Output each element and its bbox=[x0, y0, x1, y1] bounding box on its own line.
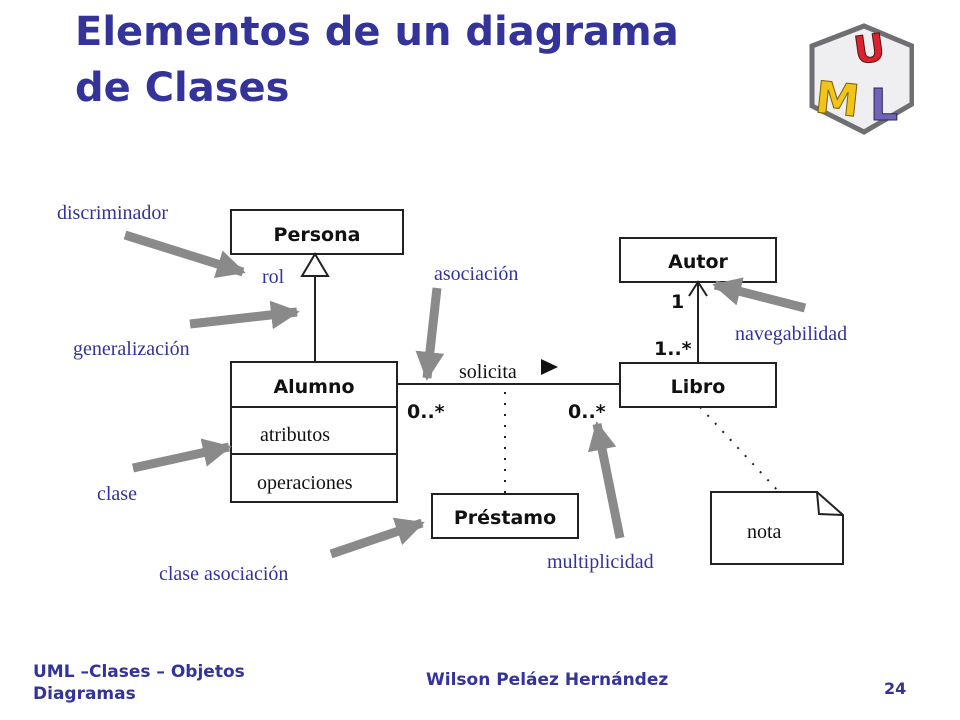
pointer-arrow-asociacion bbox=[415, 287, 445, 381]
pointer-arrow-discriminador bbox=[123, 230, 246, 278]
class-alumno-name: Alumno bbox=[273, 376, 354, 398]
generalization-relation bbox=[300, 252, 330, 362]
label-multiplicidad: multiplicidad bbox=[547, 551, 654, 573]
slide-title: Elementos de un diagrama de Clases bbox=[75, 4, 775, 116]
association-direction-icon bbox=[541, 359, 558, 375]
title-line-2: de Clases bbox=[75, 65, 290, 111]
title-line-1: Elementos de un diagrama bbox=[75, 9, 679, 55]
class-diagram: Persona Autor Alumno atributos operacion… bbox=[57, 202, 847, 585]
pointer-arrow-navegabilidad bbox=[712, 277, 807, 313]
label-clase-asociacion: clase asociación bbox=[159, 563, 288, 585]
pointer-arrow-generalizacion bbox=[189, 300, 300, 330]
class-persona-name: Persona bbox=[274, 224, 361, 246]
logo-letter-l: L bbox=[870, 80, 898, 131]
navigability-arrow-icon bbox=[688, 280, 708, 297]
multiplicity-autor: 1 bbox=[671, 291, 684, 313]
logo-letter-m: M bbox=[813, 72, 862, 127]
class-prestamo: Préstamo bbox=[431, 493, 579, 539]
multiplicity-alumno: 0..* bbox=[407, 401, 445, 423]
note: nota bbox=[710, 491, 844, 565]
multiplicity-libro: 0..* bbox=[568, 401, 606, 423]
label-discriminador: discriminador bbox=[57, 202, 168, 224]
class-libro-name: Libro bbox=[671, 376, 726, 398]
logo-letter-u: U bbox=[851, 25, 888, 73]
class-autor-name: Autor bbox=[668, 251, 728, 273]
note-shape bbox=[710, 491, 844, 565]
association-alumno-libro: solicita 0..* 0..* bbox=[397, 359, 620, 423]
note-link bbox=[699, 406, 780, 493]
class-autor: Autor bbox=[619, 237, 777, 283]
label-navegabilidad: navegabilidad bbox=[735, 323, 847, 345]
class-alumno: Alumno atributos operaciones bbox=[230, 361, 398, 503]
class-alumno-attributes: atributos bbox=[260, 424, 330, 446]
label-generalizacion: generalización bbox=[73, 338, 190, 360]
class-persona: Persona bbox=[230, 209, 404, 255]
footer-author: Wilson Peláez Hernández bbox=[426, 670, 669, 690]
note-text: nota bbox=[747, 521, 782, 543]
association-name: solicita bbox=[459, 361, 517, 383]
logo-frame bbox=[809, 23, 914, 135]
uml-logo: U M L bbox=[809, 23, 914, 135]
multiplicity-libro-autor: 1..* bbox=[654, 338, 692, 360]
generalization-triangle bbox=[300, 252, 330, 277]
pointer-arrow-multiplicidad bbox=[588, 421, 625, 539]
class-prestamo-name: Préstamo bbox=[454, 507, 556, 529]
label-asociacion: asociación bbox=[434, 263, 518, 285]
note-fold-icon bbox=[816, 491, 844, 516]
pointer-arrow-clase-asociacion bbox=[329, 517, 425, 559]
footer-course: UML –Clases – Objetos Diagramas bbox=[33, 661, 333, 705]
class-alumno-operations: operaciones bbox=[257, 472, 353, 494]
association-autor-libro: 1 1..* bbox=[654, 280, 708, 363]
page-number: 24 bbox=[884, 679, 907, 698]
label-clase: clase bbox=[97, 483, 137, 505]
pointer-arrow-clase bbox=[132, 438, 232, 473]
class-libro: Libro bbox=[619, 362, 777, 408]
label-rol: rol bbox=[262, 266, 285, 288]
footer-course-line-2: Diagramas bbox=[33, 684, 136, 704]
footer-course-line-1: UML –Clases – Objetos bbox=[33, 662, 245, 682]
